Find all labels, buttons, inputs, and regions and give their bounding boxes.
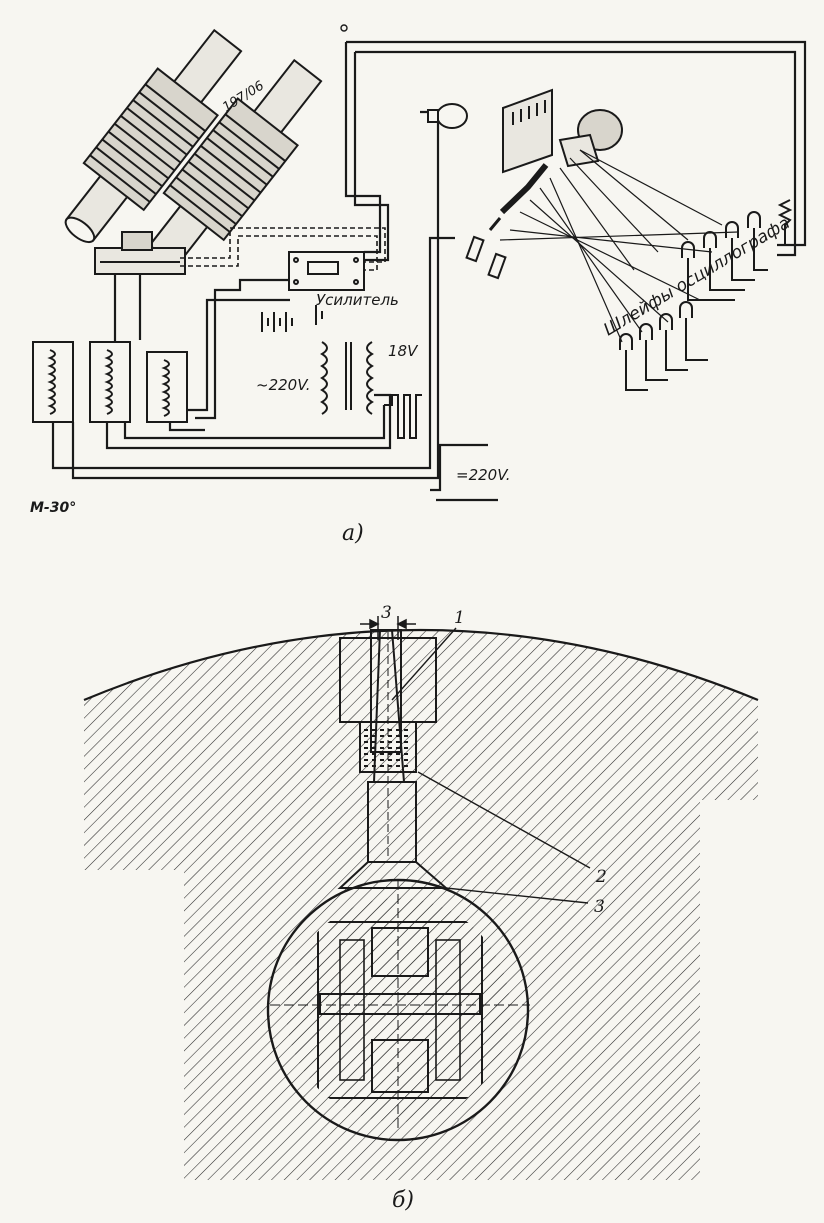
callout-1: 1: [454, 608, 465, 628]
oscillograph-loops-label: Шлейфы осциллографа: [600, 213, 793, 340]
figure-b: 3 1 2 3 б): [83, 603, 759, 1213]
plate-mark: М-30°: [30, 500, 76, 516]
shielded-cable: [180, 227, 386, 271]
callout-2: 2: [595, 867, 607, 887]
terminal-dot: [340, 24, 348, 32]
transformer-symbol: [320, 341, 374, 415]
rotor-outer-contour: [83, 628, 759, 702]
figure-b-caption: б): [392, 1188, 414, 1213]
rotor-assembly-illustration: 197/06: [64, 28, 323, 274]
coil-group: [32, 341, 188, 423]
oscillograph-optics: [465, 88, 623, 280]
sensor-terminal-block: [94, 231, 186, 275]
callout-3: 3: [594, 897, 605, 917]
figure-a-caption: а): [342, 521, 364, 546]
battery-symbol: [261, 305, 323, 332]
gap-dimension: [360, 616, 416, 640]
lamp-bulb: [427, 103, 468, 129]
amplifier-label: Усилитель: [316, 291, 399, 309]
oscillograph-loops: [619, 199, 793, 391]
figure-a: 197/06 Усилитель: [30, 24, 807, 546]
secondary-voltage-label: 18V: [388, 342, 419, 360]
dc-supply-label: =220V.: [456, 466, 511, 484]
light-rays: [499, 149, 739, 343]
callout-leaders: [391, 627, 591, 904]
amplifier-box: [288, 251, 365, 291]
gap-dimension-label: 3: [381, 603, 392, 623]
ac-supply-label: ~220V.: [256, 376, 311, 394]
resistor-symbol: [384, 394, 422, 439]
